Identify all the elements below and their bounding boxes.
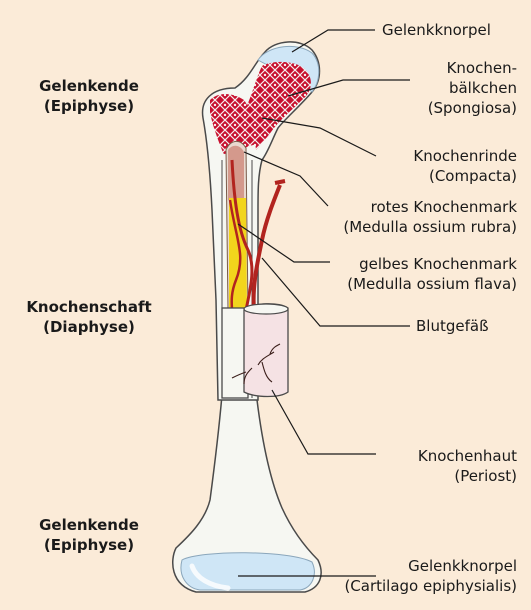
periost-sleeve <box>244 304 288 397</box>
label-epiphyse-bottom: Gelenkende (Epiphyse) <box>31 515 147 555</box>
label-spongiosa: Knochen- bälkchen (Spongiosa) <box>428 58 517 118</box>
label-epiphyse-top: Gelenkende (Epiphyse) <box>31 76 147 116</box>
label-gelbes-knochenmark-line1: gelbes Knochenmark <box>347 254 517 274</box>
label-epiphyse-top-line2: (Epiphyse) <box>31 96 147 116</box>
label-gelbes-knochenmark: gelbes Knochenmark (Medulla ossium flava… <box>347 254 517 294</box>
label-gelbes-knochenmark-line2: (Medulla ossium flava) <box>347 274 517 294</box>
label-blutgefaess: Blutgefäß <box>416 316 489 336</box>
label-periost-line1: Knochenhaut <box>418 446 517 466</box>
label-gelenkknorpel-bottom-line2: (Cartilago epiphysialis) <box>344 576 517 596</box>
cartilage-bottom <box>181 553 314 590</box>
label-diaphyse-line1: Knochenschaft <box>24 297 154 317</box>
label-spongiosa-line3: (Spongiosa) <box>428 98 517 118</box>
label-diaphyse: Knochenschaft (Diaphyse) <box>24 297 154 337</box>
label-epiphyse-top-line1: Gelenkende <box>31 76 147 96</box>
label-compacta: Knochenrinde (Compacta) <box>413 146 517 186</box>
label-gelenkknorpel-bottom-line1: Gelenkknorpel <box>344 556 517 576</box>
label-periost-line2: (Periost) <box>418 466 517 486</box>
label-spongiosa-line1: Knochen- <box>428 58 517 78</box>
label-periost: Knochenhaut (Periost) <box>418 446 517 486</box>
label-diaphyse-line2: (Diaphyse) <box>24 317 154 337</box>
label-epiphyse-bottom-line1: Gelenkende <box>31 515 147 535</box>
label-rotes-knochenmark: rotes Knochenmark (Medulla ossium rubra) <box>343 197 517 237</box>
red-marrow <box>228 146 244 200</box>
label-gelenkknorpel-bottom: Gelenkknorpel (Cartilago epiphysialis) <box>344 556 517 596</box>
label-rotes-knochenmark-line2: (Medulla ossium rubra) <box>343 217 517 237</box>
label-epiphyse-bottom-line2: (Epiphyse) <box>31 535 147 555</box>
label-gelenkknorpel-top: Gelenkknorpel <box>382 20 491 40</box>
label-compacta-line1: Knochenrinde <box>413 146 517 166</box>
label-spongiosa-line2: bälkchen <box>428 78 517 98</box>
label-compacta-line2: (Compacta) <box>413 166 517 186</box>
label-rotes-knochenmark-line1: rotes Knochenmark <box>343 197 517 217</box>
